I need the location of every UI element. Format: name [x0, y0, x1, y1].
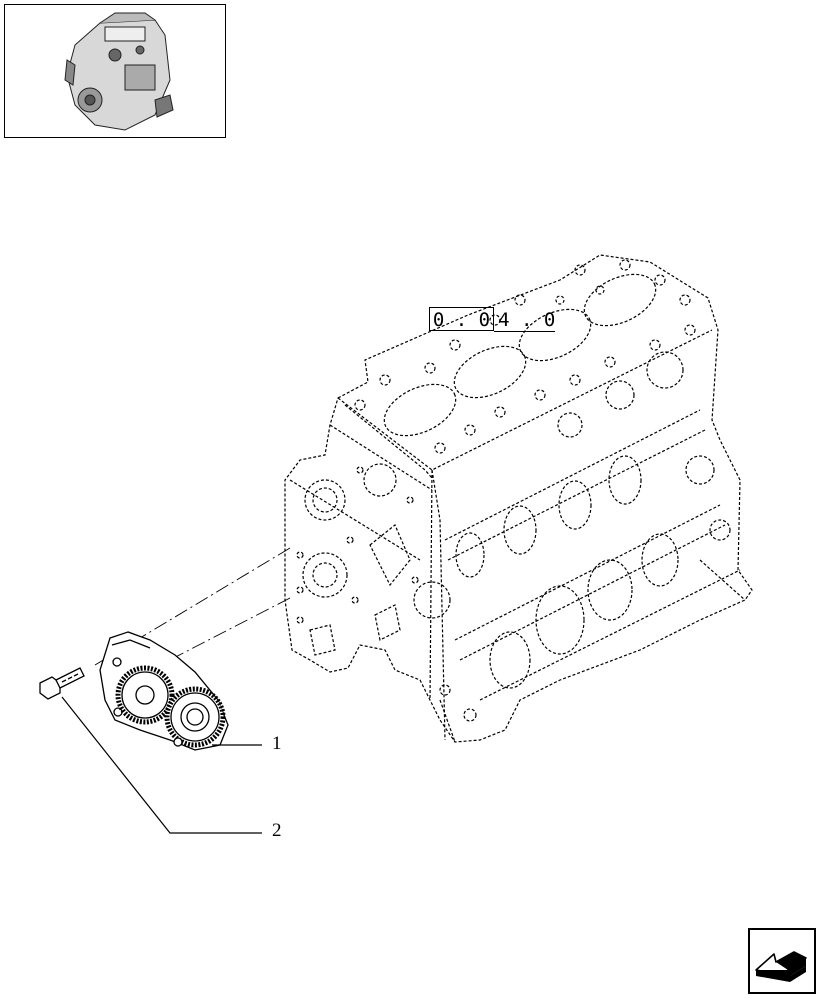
callout-2[interactable]: 2 [272, 820, 282, 841]
engine-thumbnail-icon [64, 12, 174, 131]
engine-thumbnail[interactable] [4, 4, 226, 138]
assembly-lines [94, 547, 291, 666]
engine-block [284, 254, 753, 743]
navigation-button[interactable] [748, 928, 816, 994]
reference-code-tail: 4 . 0 [494, 309, 556, 332]
oil-pump[interactable] [99, 631, 229, 751]
leader-line-2 [61, 696, 262, 834]
arrow-navigation-icon [755, 951, 807, 982]
reference-code-boxed: 0 . 0 [428, 307, 495, 331]
callout-1[interactable]: 1 [272, 733, 282, 754]
screw[interactable] [39, 667, 85, 700]
leader-lines [61, 696, 262, 834]
